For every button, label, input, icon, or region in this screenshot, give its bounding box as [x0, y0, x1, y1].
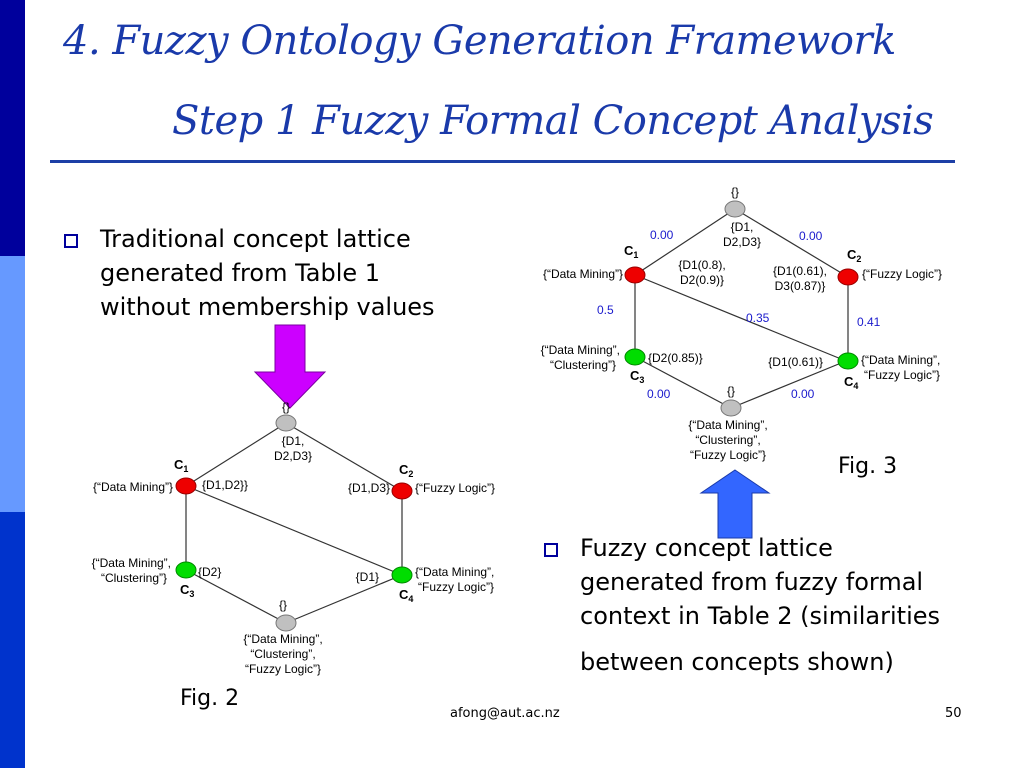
bullet-line: generated from Table 1 — [100, 259, 381, 287]
bottom-extent: {} — [727, 384, 735, 398]
similarity-c1-c4: 0.35 — [746, 311, 770, 325]
node-c3 — [175, 561, 197, 579]
slide-subtitle: Step 1 Fuzzy Formal Concept Analysis — [172, 98, 934, 144]
c1-intent: {“Data Mining”} — [543, 267, 623, 281]
top-extent: {D1, — [282, 434, 305, 448]
fig3-caption: Fig. 3 — [838, 454, 898, 479]
node-c3 — [624, 348, 646, 366]
c1-extent: {D1,D2}} — [202, 478, 248, 492]
top-intent: {} — [282, 400, 290, 414]
bottom-intent: “Clustering”, — [695, 433, 760, 447]
c3-label: C3 — [630, 368, 644, 385]
bullet-line: Fuzzy concept lattice — [580, 534, 833, 562]
bullet-line: without membership values — [100, 293, 435, 321]
c3-intent: “Clustering”} — [550, 358, 616, 372]
sidebar-decoration — [0, 0, 25, 768]
similarity-c3-bottom: 0.00 — [647, 387, 671, 401]
edge-top-c1 — [634, 208, 736, 276]
edge-c3-bottom — [634, 356, 732, 409]
bottom-intent: {“Data Mining”, — [243, 632, 322, 646]
c2-label: C2 — [847, 247, 861, 264]
footer-email: afong@aut.ac.nz — [450, 706, 560, 721]
bottom-extent: {} — [279, 598, 287, 612]
bottom-intent: “Fuzzy Logic”} — [245, 662, 321, 676]
c2-label: C2 — [399, 462, 413, 479]
similarity-top-c1: 0.00 — [650, 228, 674, 242]
fig3-lattice-diagram: 0.00 0.00 0.5 0.35 0.41 0.00 0.00 {} {D1… — [541, 185, 942, 462]
node-bottom — [720, 399, 742, 417]
edge-top-c1 — [185, 422, 287, 487]
bottom-intent: {“Data Mining”, — [688, 418, 767, 432]
down-arrow-icon — [253, 324, 327, 409]
node-top — [275, 414, 297, 432]
edge-c3-bottom — [185, 569, 287, 624]
square-bullet-icon — [544, 543, 558, 557]
slide-title: 4. Fuzzy Ontology Generation Framework — [63, 18, 896, 64]
c2-intent: {“Fuzzy Logic”} — [415, 481, 495, 495]
c4-intent: {“Data Mining”, — [415, 565, 494, 579]
edge-c4-bottom — [285, 574, 403, 624]
node-c1 — [624, 266, 646, 284]
square-bullet-icon — [64, 234, 78, 248]
sidebar-block-top — [0, 0, 25, 256]
c3-intent: “Clustering”} — [101, 571, 167, 585]
c1-extent: D2(0.9)} — [680, 273, 724, 287]
c1-intent: {“Data Mining”} — [93, 480, 173, 494]
node-c2 — [391, 482, 413, 500]
bullet-line: context in Table 2 (similarities — [580, 602, 941, 630]
c3-extent: {D2} — [198, 565, 221, 579]
title-divider — [50, 160, 955, 163]
c2-extent: D3(0.87)} — [775, 279, 826, 293]
fig2-caption: Fig. 2 — [180, 686, 240, 711]
node-c4 — [391, 566, 413, 584]
c4-intent: “Fuzzy Logic”} — [418, 580, 494, 594]
c4-label: C4 — [399, 587, 413, 604]
page-number: 50 — [945, 706, 962, 721]
edge-c1-c4 — [634, 274, 847, 362]
node-top — [724, 200, 746, 218]
node-c2 — [837, 268, 859, 286]
c4-intent: “Fuzzy Logic”} — [864, 368, 940, 382]
similarity-c1-c3: 0.5 — [597, 303, 614, 317]
bullet-line: generated from fuzzy formal — [580, 568, 924, 596]
node-c1 — [175, 477, 197, 495]
c3-intent: {“Data Mining”, — [541, 343, 620, 357]
node-bottom — [275, 614, 297, 632]
c1-extent: {D1(0.8), — [678, 258, 725, 272]
fig2-lattice-diagram: {} {D1, D2,D3} C1 {“Data Mining”} {D1,D2… — [92, 400, 495, 676]
top-extent: D2,D3} — [723, 235, 761, 249]
bullet-fuzzy-lattice: Fuzzy concept lattice generated from fuz… — [544, 531, 941, 679]
bottom-intent: “Fuzzy Logic”} — [690, 448, 766, 462]
c4-label: C4 — [844, 374, 858, 391]
c4-extent: {D1(0.61)} — [768, 355, 823, 369]
sidebar-block-bottom — [0, 512, 25, 768]
c3-intent: {“Data Mining”, — [92, 556, 171, 570]
top-extent: D2,D3} — [274, 449, 312, 463]
sidebar-block-middle — [0, 256, 25, 512]
c4-extent: {D1} — [356, 570, 379, 584]
top-extent: {D1, — [731, 220, 754, 234]
c2-intent: {“Fuzzy Logic”} — [862, 267, 942, 281]
edge-top-c2 — [734, 208, 849, 278]
c3-label: C3 — [180, 582, 194, 599]
c1-label: C1 — [624, 243, 638, 260]
bullet-traditional-lattice: Traditional concept lattice generated fr… — [64, 222, 435, 324]
bottom-intent: “Clustering”, — [250, 647, 315, 661]
bullet-line: Traditional concept lattice — [100, 225, 411, 253]
top-intent: {} — [731, 185, 739, 199]
bullet-line: between concepts shown) — [580, 648, 894, 676]
similarity-c2-c4: 0.41 — [857, 315, 881, 329]
node-c4 — [837, 352, 859, 370]
edge-c4-bottom — [730, 360, 847, 409]
similarity-c4-bottom: 0.00 — [791, 387, 815, 401]
c2-extent: {D1(0.61), — [773, 264, 827, 278]
edge-c1-c4 — [185, 485, 403, 576]
similarity-top-c2: 0.00 — [799, 229, 823, 243]
edge-top-c2 — [285, 422, 403, 492]
c2-extent: {D1,D3} — [348, 481, 390, 495]
c4-intent: {“Data Mining”, — [861, 353, 940, 367]
c1-label: C1 — [174, 457, 188, 474]
c3-extent: {D2(0.85)} — [648, 351, 703, 365]
up-arrow-icon — [699, 469, 771, 539]
